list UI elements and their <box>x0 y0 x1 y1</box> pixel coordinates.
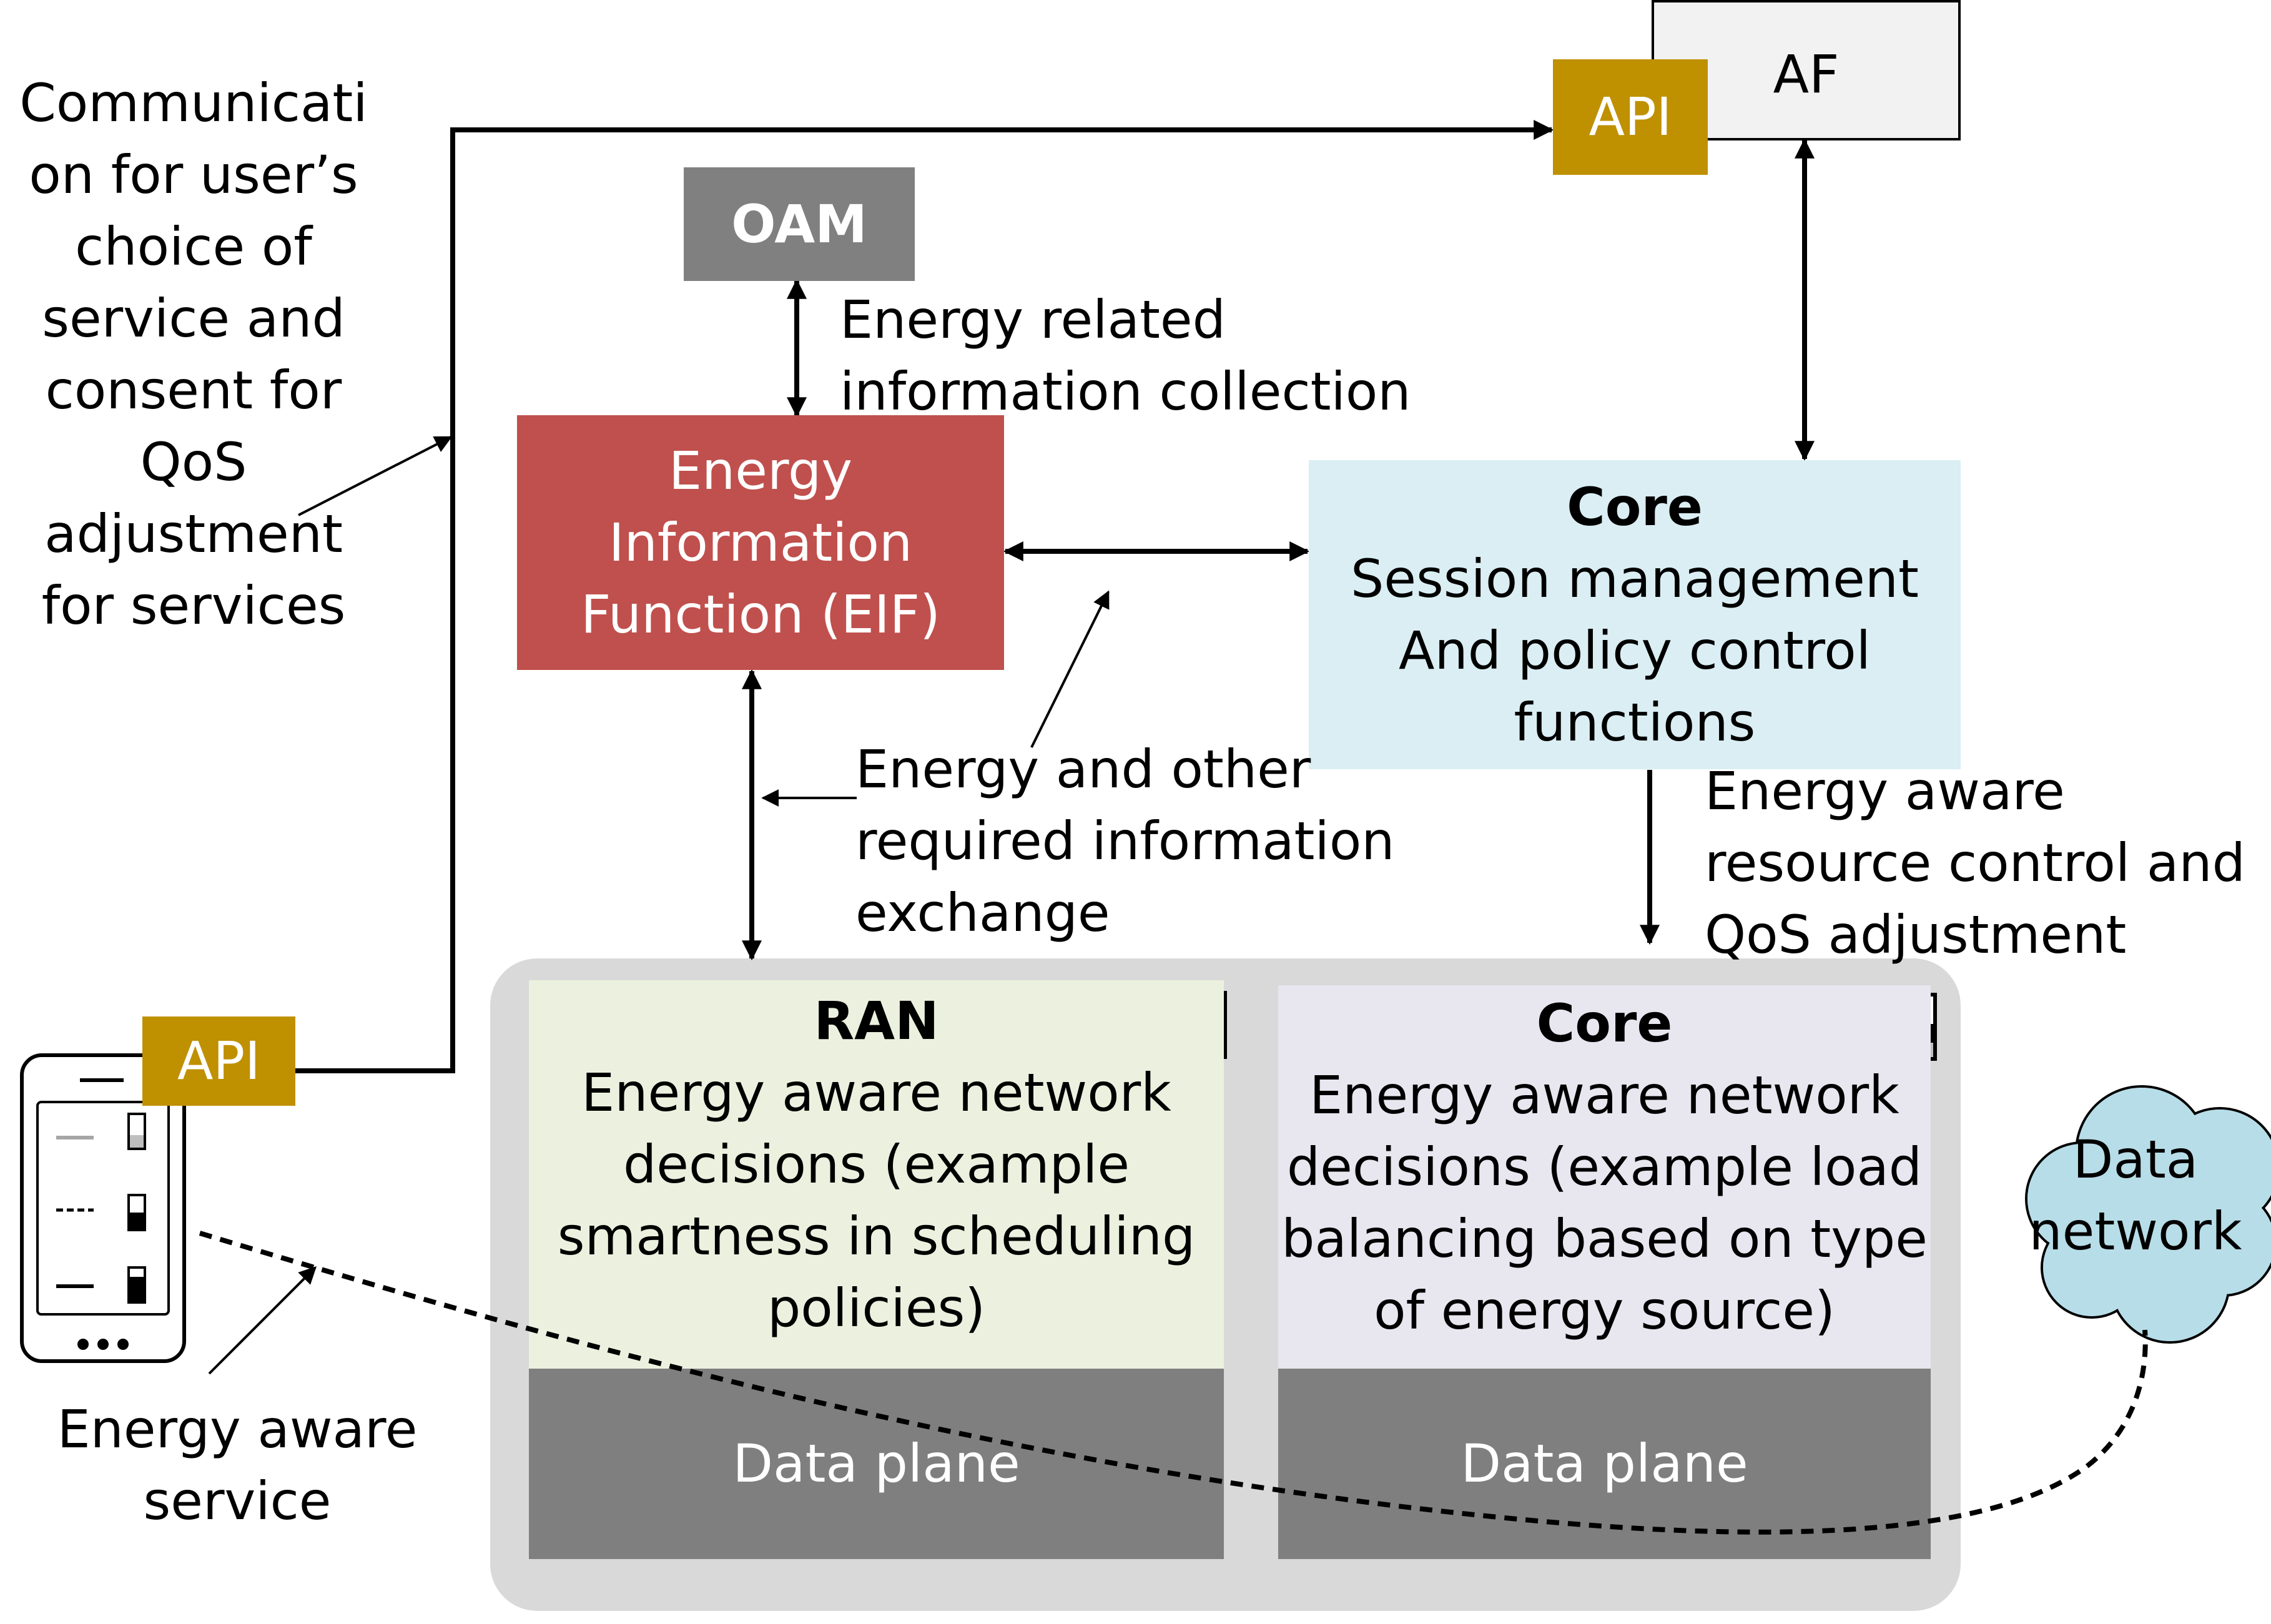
ran-line: smartness in scheduling <box>557 1206 1196 1267</box>
af-api-box: API <box>1553 59 1708 175</box>
energy-info-collection-line: information collection <box>840 361 1411 422</box>
eif-line: Information <box>608 511 913 573</box>
info-exchange-line: exchange <box>855 882 1110 943</box>
ran-line: policies) <box>767 1277 986 1339</box>
core-control-title: Core <box>1567 476 1703 538</box>
info-exchange-line: Energy and other <box>855 739 1311 800</box>
resource-control-line: QoS adjustment <box>1705 904 2127 965</box>
phone-api-label: API <box>177 1030 260 1091</box>
energy-info-collection-line: Energy related <box>840 289 1226 350</box>
info-exchange-annotation: Energy and other required information ex… <box>855 734 1394 949</box>
eif-line: Energy <box>668 440 853 501</box>
energy-service-annotation: Energy aware service <box>37 1394 437 1537</box>
user-choice-line: for services <box>41 575 346 636</box>
core-network-line: balancing based on type <box>1281 1208 1928 1269</box>
energy-service-line: service <box>143 1470 332 1532</box>
core-control-line: functions <box>1514 691 1756 753</box>
eif-box: Energy Information Function (EIF) <box>517 415 1004 670</box>
user-choice-line: service and <box>42 288 345 349</box>
user-choice-line: Communicati <box>19 72 368 134</box>
core-control-line: Session management <box>1351 548 1919 609</box>
ran-box: RAN Energy aware network decisions (exam… <box>529 980 1224 1369</box>
core-control-line: And policy control <box>1399 619 1871 681</box>
af-api-label: API <box>1589 86 1672 147</box>
user-choice-connector <box>293 120 1554 1073</box>
ran-data-plane-label: Data plane <box>732 1433 1020 1494</box>
core-control-box: Core Session management And policy contr… <box>1309 460 1961 769</box>
smartphone-icon <box>20 1053 186 1363</box>
energy-info-collection-annotation: Energy related information collection <box>840 284 1411 428</box>
oam-box: OAM <box>684 167 915 281</box>
energy-service-line: Energy aware <box>57 1399 418 1460</box>
user-choice-line: consent for <box>45 360 342 421</box>
core-network-line: of energy source) <box>1374 1280 1835 1341</box>
resource-control-line: resource control and <box>1705 832 2245 893</box>
af-label: AF <box>1773 44 1840 105</box>
ran-line: Energy aware network <box>581 1062 1171 1123</box>
info-exchange-line: required information <box>855 810 1395 872</box>
user-choice-line: adjustment <box>44 503 343 564</box>
user-choice-line: choice of <box>75 216 312 277</box>
user-choice-line: on for user’s <box>29 144 358 205</box>
phone-api-box: API <box>142 1016 295 1106</box>
data-network-line: network <box>2029 1201 2242 1262</box>
core-network-line: Energy aware network <box>1309 1065 1899 1126</box>
oam-label: OAM <box>731 193 867 255</box>
user-choice-annotation: Communicati on for user’s choice of serv… <box>6 67 381 642</box>
ran-data-plane: Data plane <box>529 1369 1224 1559</box>
core-data-plane-label: Data plane <box>1461 1433 1748 1494</box>
ran-line: decisions (example <box>623 1134 1130 1195</box>
core-network-box: Core Energy aware network decisions (exa… <box>1278 985 1931 1369</box>
resource-control-line: Energy aware <box>1705 760 2065 822</box>
user-choice-pointer <box>298 436 453 516</box>
core-data-plane: Data plane <box>1278 1369 1931 1559</box>
eif-line: Function (EIF) <box>581 583 940 645</box>
ran-title: RAN <box>814 990 939 1051</box>
user-choice-line: QoS <box>140 431 247 493</box>
data-network-label: Data network <box>2017 1105 2254 1286</box>
core-network-title: Core <box>1536 993 1673 1054</box>
energy-service-pointer <box>208 1266 317 1375</box>
info-exchange-pointer-up <box>1030 590 1110 748</box>
data-network-line: Data <box>2072 1129 2199 1190</box>
resource-control-annotation: Energy aware resource control and QoS ad… <box>1705 755 2245 971</box>
core-network-line: decisions (example load <box>1286 1136 1923 1198</box>
